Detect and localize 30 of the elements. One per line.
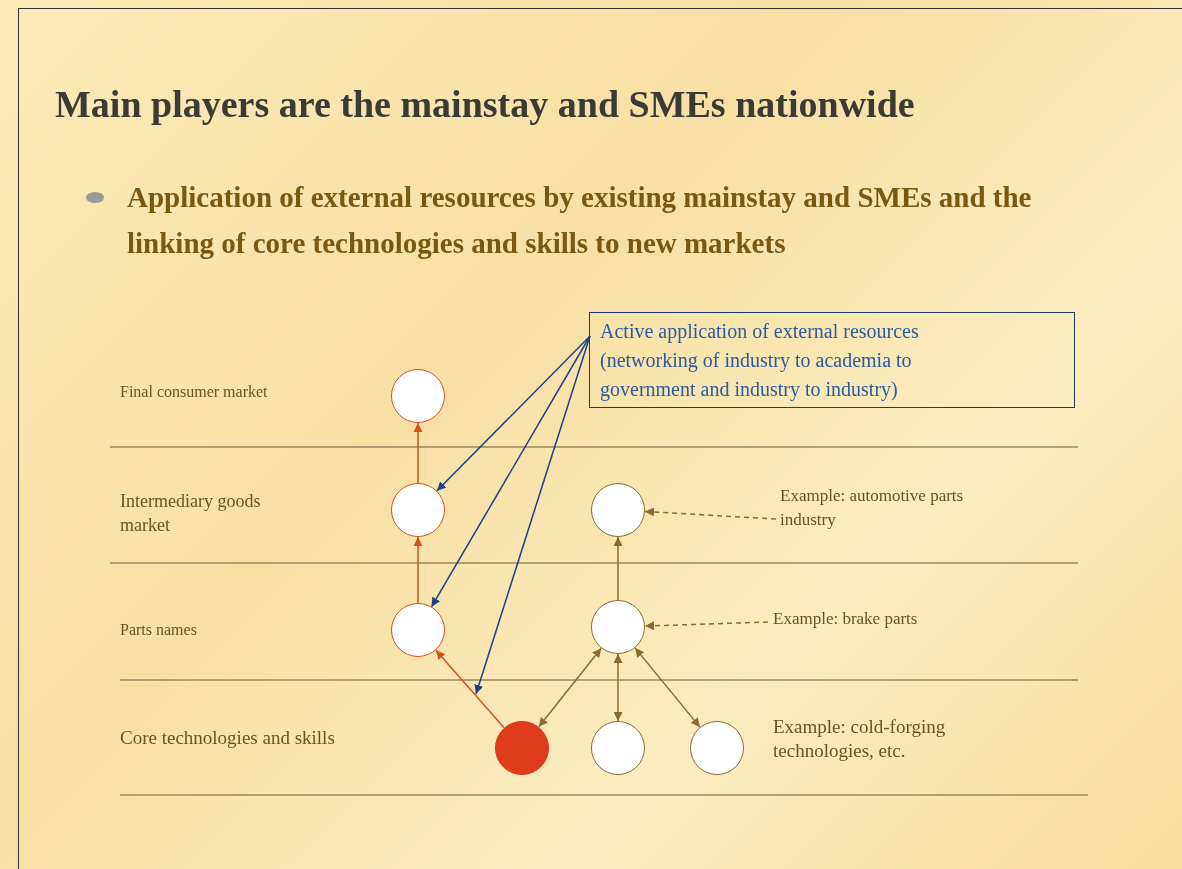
note-text: Example: cold-forging technologies, etc. [773, 715, 947, 763]
arrow [430, 335, 591, 608]
circle-node [591, 721, 645, 775]
arrow [413, 422, 423, 484]
circle-node [591, 483, 645, 537]
arrow [474, 335, 591, 695]
row-label: Parts names [120, 621, 198, 639]
note-text: Example: brake parts [773, 607, 973, 631]
arrow [435, 649, 505, 729]
circle-node [391, 369, 445, 423]
row-label: Final consumer market [120, 383, 269, 401]
dashed-arrow [644, 507, 777, 520]
row-label: Intermediary goods market [120, 490, 262, 537]
double-arrow [613, 653, 623, 722]
bullet-text: Application of external resources by existing mainstay and SMEs and the linking of core technologies and skills to new markets [127, 180, 1033, 261]
note-text: Example: automotive parts industry [780, 484, 995, 532]
circle-node [391, 483, 445, 537]
arrow [613, 536, 623, 601]
callout-box: Active application of external resources (networking of industry to academia to government and industry to industry) [589, 312, 1075, 408]
filled-circle-node [495, 721, 549, 775]
arrow [413, 536, 423, 604]
row-label: Core technologies and skills [120, 727, 336, 749]
double-arrow [634, 647, 701, 728]
circle-node [391, 603, 445, 657]
circle-node [591, 600, 645, 654]
double-arrow [538, 647, 602, 728]
circle-node [690, 721, 744, 775]
dashed-arrow [644, 621, 769, 631]
slide-title: Main players are the mainstay and SMEs nationwide [55, 82, 916, 126]
arrow [436, 335, 591, 492]
